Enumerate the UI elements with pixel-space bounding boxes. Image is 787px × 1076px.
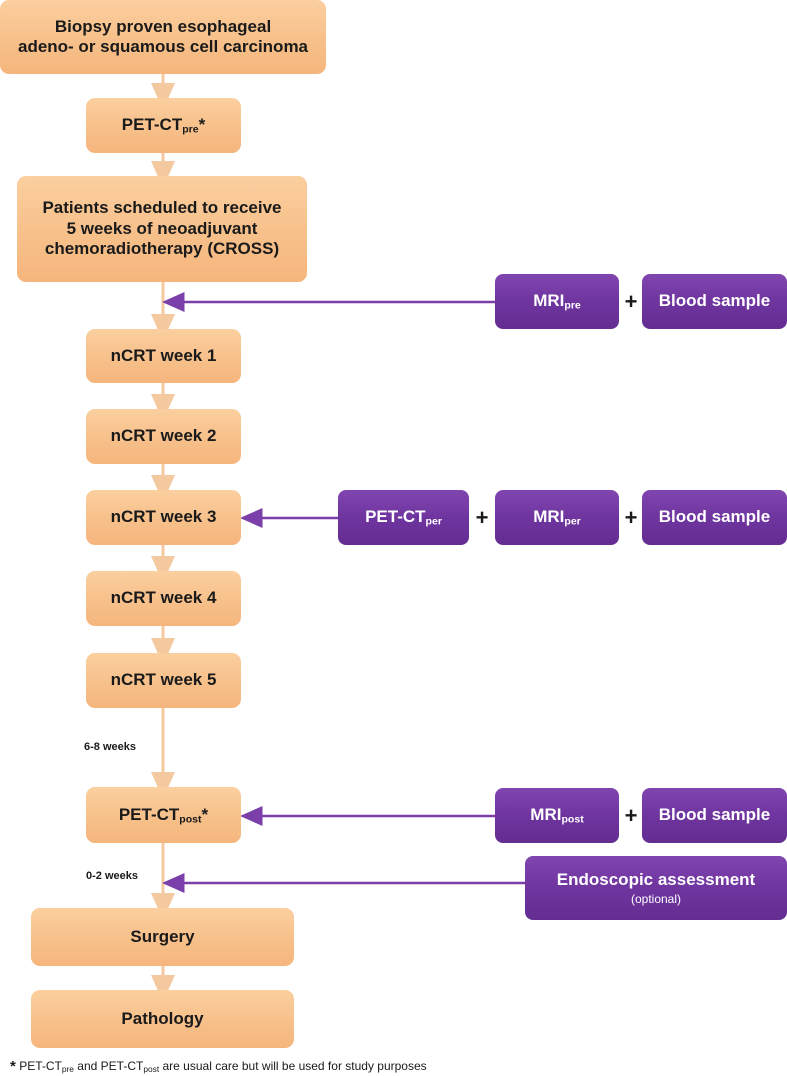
footnote: * PET-CTpre and PET-CTpost are usual car… [10, 1058, 427, 1075]
scheduled-line-1: Patients scheduled to receive [42, 198, 282, 218]
endoscopic-assessment-box: Endoscopic assessment (optional) [525, 856, 787, 920]
plus-per-2: + [624, 505, 638, 530]
biopsy-box: Biopsy proven esophageal adeno- or squam… [0, 0, 326, 74]
ncrt-week-5-label: nCRT week 5 [110, 670, 217, 690]
plus-pre: + [624, 289, 638, 314]
mri-pre-label: MRIpre [533, 291, 581, 312]
interval-0-2-weeks: 0-2 weeks [86, 870, 138, 882]
mri-per-box: MRIper [495, 490, 619, 545]
footnote-text: PET-CTpre and PET-CTpost are usual care … [19, 1059, 427, 1075]
blood-sample-post-label: Blood sample [658, 805, 771, 825]
endoscopic-assessment-label: Endoscopic assessment [556, 869, 756, 889]
endoscopic-optional-note: (optional) [630, 892, 682, 906]
ncrt-week-1-box: nCRT week 1 [86, 329, 241, 383]
scheduled-line-2: 5 weeks of neoadjuvant [66, 218, 258, 238]
biopsy-line-2: adeno- or squamous cell carcinoma [17, 37, 309, 56]
plus-post: + [624, 803, 638, 828]
pathology-label: Pathology [121, 1008, 204, 1028]
ncrt-week-4-label: nCRT week 4 [110, 588, 217, 608]
petct-post-box: PET-CTpost* [86, 787, 241, 843]
pathology-box: Pathology [31, 990, 294, 1048]
mri-pre-box: MRIpre [495, 274, 619, 329]
surgery-label: Surgery [130, 926, 195, 946]
blood-sample-pre-box: Blood sample [642, 274, 787, 329]
mri-post-box: MRIpost [495, 788, 619, 843]
biopsy-line-1: Biopsy proven esophageal [54, 16, 272, 36]
interval-6-8-weeks: 6-8 weeks [84, 741, 136, 753]
ncrt-week-5-box: nCRT week 5 [86, 653, 241, 708]
blood-sample-pre-label: Blood sample [658, 291, 771, 311]
scheduled-box: Patients scheduled to receive 5 weeks of… [17, 176, 307, 282]
petct-pre-box: PET-CTpre* [86, 98, 241, 153]
ncrt-week-2-box: nCRT week 2 [86, 409, 241, 464]
petct-pre-label: PET-CTpre* [121, 115, 206, 136]
ncrt-week-1-label: nCRT week 1 [110, 345, 217, 365]
petct-per-label: PET-CTper [365, 507, 442, 528]
blood-sample-post-box: Blood sample [642, 788, 787, 843]
footnote-star: * [10, 1058, 16, 1075]
petct-per-box: PET-CTper [338, 490, 469, 545]
scheduled-line-3: chemoradiotherapy (CROSS) [44, 239, 280, 259]
surgery-box: Surgery [31, 908, 294, 966]
blood-sample-per-box: Blood sample [642, 490, 787, 545]
mri-post-label: MRIpost [530, 805, 584, 826]
ncrt-week-3-box: nCRT week 3 [86, 490, 241, 545]
ncrt-week-2-label: nCRT week 2 [110, 426, 217, 446]
assessment-arrows [162, 292, 525, 893]
petct-post-label: PET-CTpost* [118, 804, 209, 826]
ncrt-week-4-box: nCRT week 4 [86, 571, 241, 626]
plus-per-1: + [475, 505, 489, 530]
ncrt-week-3-label: nCRT week 3 [110, 507, 217, 527]
mri-per-label: MRIper [533, 507, 581, 528]
blood-sample-per-label: Blood sample [658, 507, 771, 527]
